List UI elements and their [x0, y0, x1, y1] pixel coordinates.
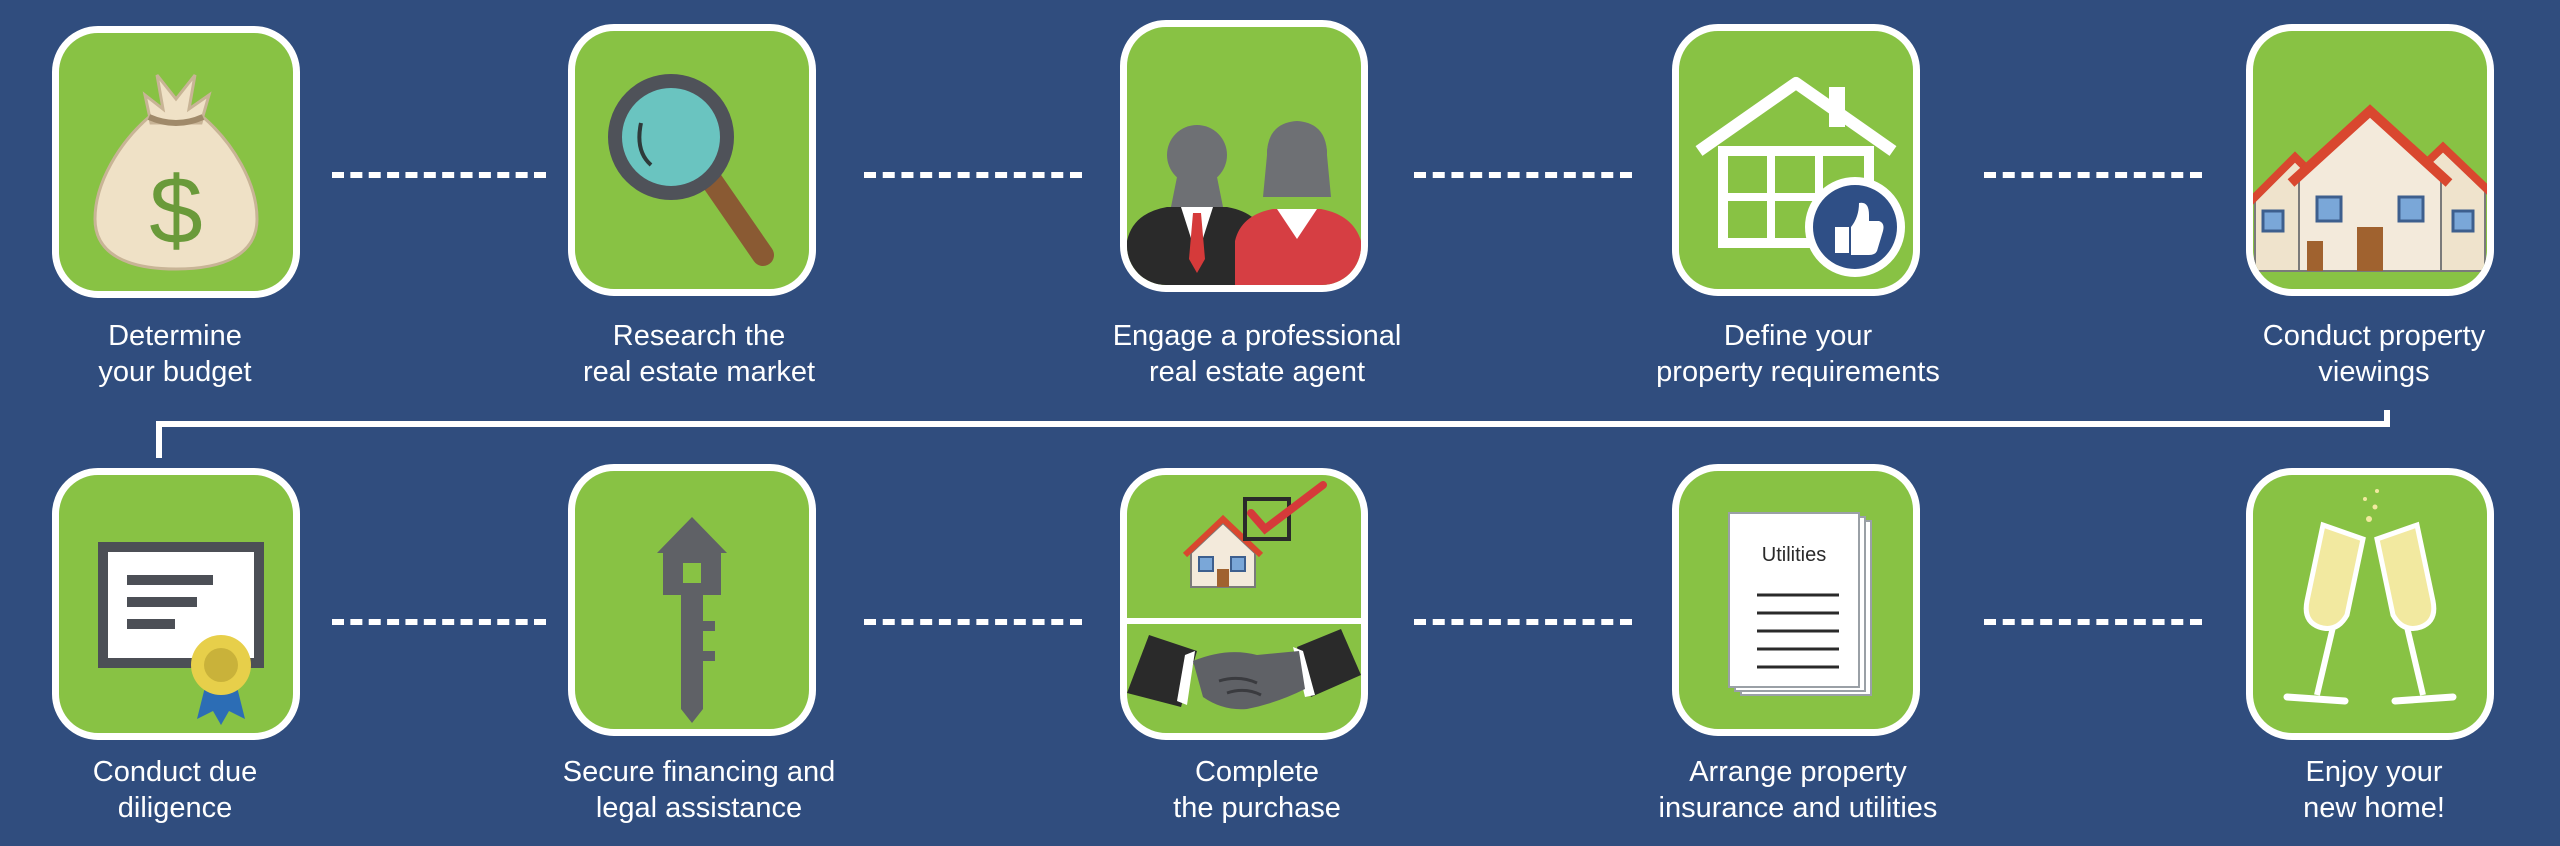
utilities-document-title: Utilities [1762, 544, 1826, 566]
magnifying-glass-icon [575, 31, 809, 289]
step-8-tile [1120, 468, 1368, 740]
agents-icon [1127, 27, 1361, 285]
svg-text:$: $ [149, 157, 202, 264]
step-9-tile: Utilities [1672, 464, 1920, 736]
dashed-connector [1984, 619, 2202, 625]
dashed-connector [332, 172, 546, 178]
houses-icon [2253, 31, 2487, 289]
certificate-icon [59, 475, 293, 733]
dashed-connector [1414, 172, 1632, 178]
handshake-checkmark-icon [1127, 475, 1361, 733]
dashed-connector [864, 619, 1082, 625]
step-5-tile [2246, 24, 2494, 296]
money-bag-icon: $ [59, 33, 293, 291]
step-4-tile [1672, 24, 1920, 296]
step-10-tile [2246, 468, 2494, 740]
step-2-tile [568, 24, 816, 296]
dashed-connector [1984, 172, 2202, 178]
step-7-tile [568, 464, 816, 736]
house-key-icon [575, 471, 809, 729]
dashed-connector [332, 619, 546, 625]
step-3-tile [1120, 20, 1368, 292]
champagne-glasses-icon [2253, 475, 2487, 733]
step-1-tile: $ [52, 26, 300, 298]
step-6-tile [52, 468, 300, 740]
dashed-connector [864, 172, 1082, 178]
house-thumbs-up-icon [1679, 31, 1913, 289]
dashed-connector [1414, 619, 1632, 625]
utilities-document-icon: Utilities [1679, 471, 1913, 729]
